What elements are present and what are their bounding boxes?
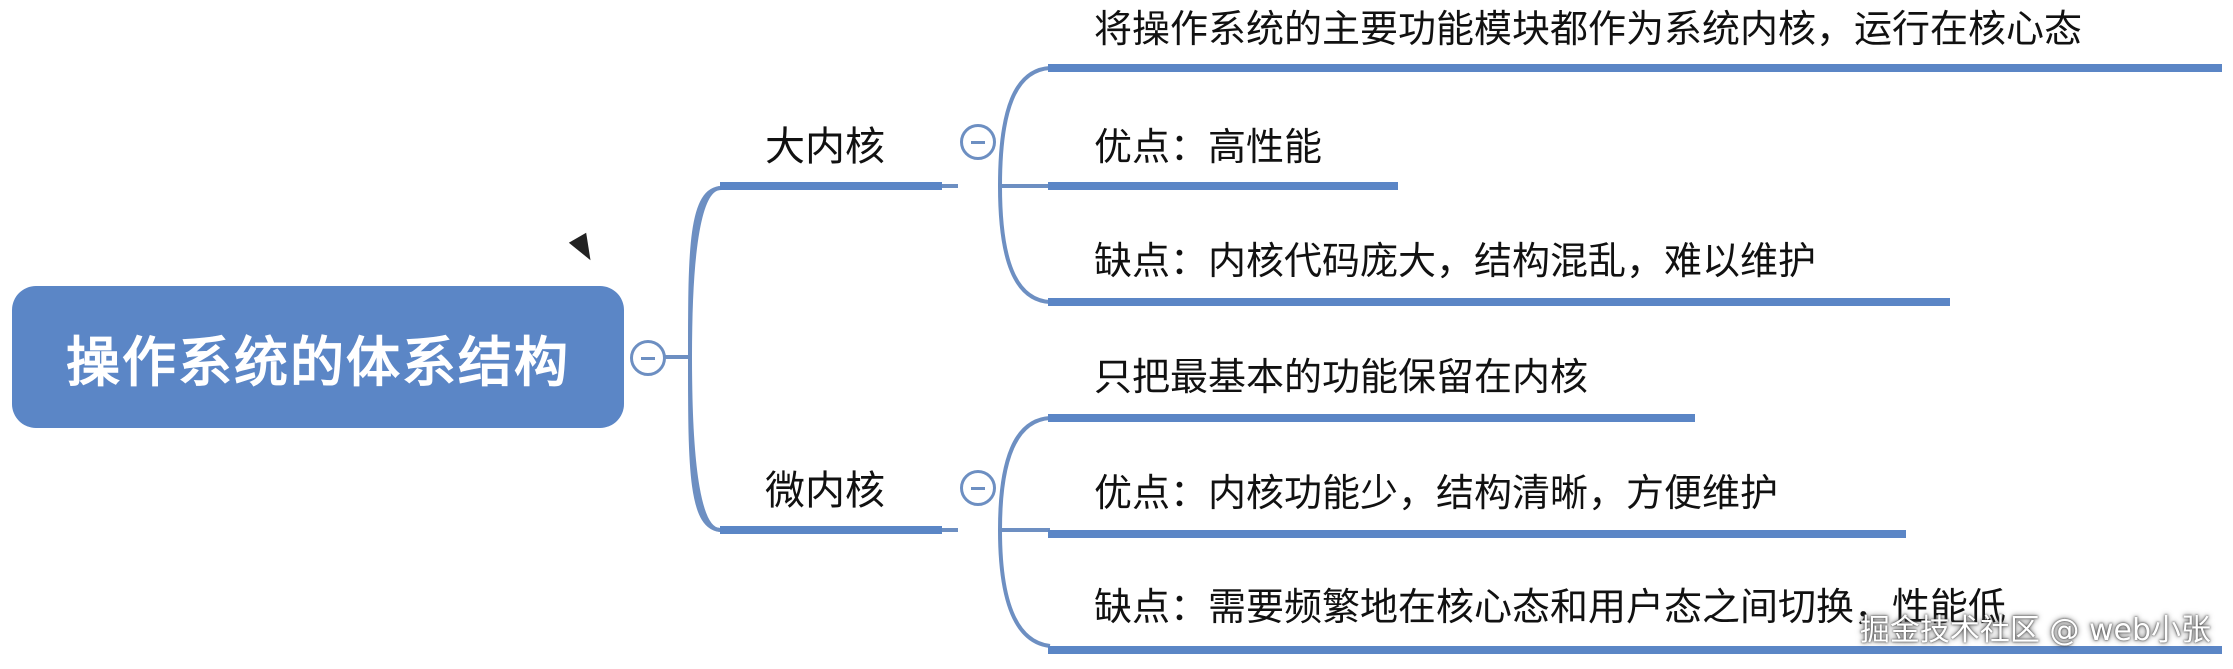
collapse-branch-1-icon[interactable] xyxy=(960,124,996,160)
child-connector-1-1 xyxy=(998,66,1051,187)
branch-label-microkernel[interactable]: 微内核 xyxy=(765,468,885,514)
root-node[interactable]: 操作系统的体系结构 xyxy=(12,286,624,428)
child-connector-2-3 xyxy=(998,529,1051,648)
child-connector-1-3 xyxy=(998,185,1051,304)
collapse-branch-2-icon[interactable] xyxy=(960,470,996,506)
child-node[interactable]: 缺点：需要频繁地在核心态和用户态之间切换，性能低 xyxy=(1094,585,2007,629)
child-node[interactable]: 缺点：内核代码庞大，结构混乱，难以维护 xyxy=(1094,239,1817,283)
child-node[interactable]: 将操作系统的主要功能模块都作为系统内核，运行在核心态 xyxy=(1094,7,2083,51)
collapse-root-icon[interactable] xyxy=(630,340,666,376)
branch-label-monolithic[interactable]: 大内核 xyxy=(765,124,885,170)
child-node[interactable]: 只把最基本的功能保留在内核 xyxy=(1094,355,1589,399)
child-connector-2-1 xyxy=(998,416,1051,531)
child-node[interactable]: 优点：内核功能少，结构清晰，方便维护 xyxy=(1094,471,1779,515)
branch-connector-top xyxy=(688,186,723,358)
child-node[interactable]: 优点：高性能 xyxy=(1094,125,1323,169)
branch-connector-bottom xyxy=(688,356,723,532)
watermark: 掘金技术社区 @ web小张 xyxy=(1859,613,2211,648)
